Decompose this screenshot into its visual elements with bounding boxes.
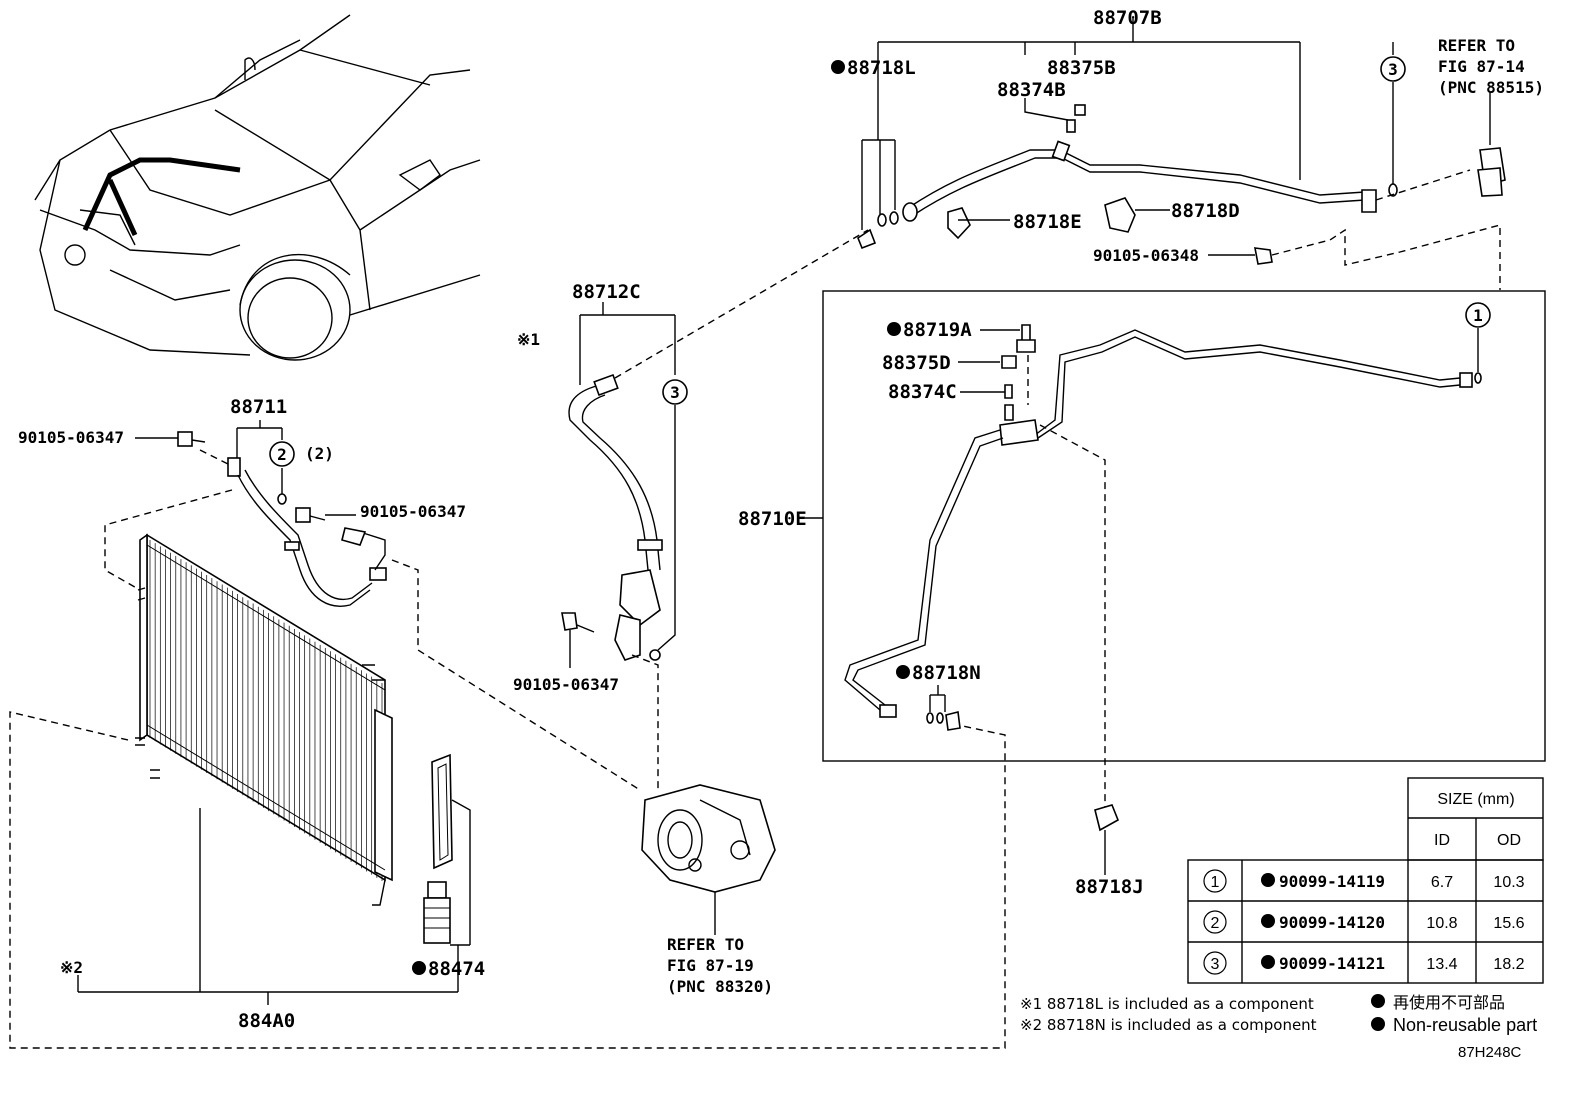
- callout-label: 3: [670, 383, 680, 402]
- non-reusable-dot: [831, 60, 845, 74]
- callout-circle: [1465, 302, 1491, 328]
- note-mark-1: ※1: [517, 330, 540, 349]
- ref-line: REFER TO: [1438, 36, 1515, 55]
- size-table-part-number: 90099-14120: [1279, 913, 1385, 932]
- diagram-code: 87H248C: [1458, 1044, 1522, 1061]
- size-table-od: 15.6: [1493, 915, 1524, 932]
- reference-fig-87-14: REFER TO FIG 87-14 (PNC 88515): [1438, 36, 1544, 97]
- pipe-88710e-frame: [822, 290, 1546, 762]
- part-88474: [423, 753, 471, 992]
- label-88710e: 88710E: [738, 508, 807, 530]
- part-labels: 88707B 88718L 88375B 88374B 88718E 88718…: [18, 7, 1240, 1032]
- label-88718l: 88718L: [847, 57, 916, 79]
- size-table-od: 18.2: [1493, 956, 1524, 973]
- size-table-rows: 1 90099-14119 6.7 10.3 2 90099-14120 10.8 15.6 3…: [1203, 869, 1525, 975]
- size-table-ref: 2: [1211, 915, 1220, 932]
- label-88375b: 88375B: [1047, 57, 1116, 79]
- compressor: [641, 784, 776, 935]
- label-90105-06347-mid: 90105-06347: [360, 502, 466, 521]
- callout-label: 3: [1388, 60, 1398, 79]
- label-qty-2: (2): [305, 444, 334, 463]
- size-table-title: SIZE (mm): [1437, 791, 1514, 808]
- footnote-2: ※2 88718N is included as a component: [1020, 1016, 1317, 1034]
- size-table-ref: 3: [1211, 956, 1220, 973]
- label-88711: 88711: [230, 396, 287, 418]
- label-88718n: 88718N: [912, 662, 981, 684]
- label-88718e: 88718E: [1013, 211, 1082, 233]
- footnote-1: ※1 88718L is included as a component: [1020, 995, 1314, 1013]
- size-table-id: 6.7: [1431, 874, 1453, 891]
- size-table-od: 10.3: [1493, 874, 1524, 891]
- ref-line: FIG 87-19: [667, 956, 754, 975]
- callout-circle: [269, 441, 295, 467]
- size-table-ref-circle: [1203, 951, 1227, 975]
- ref-line: (PNC 88320): [667, 977, 773, 996]
- callout-circle: [662, 379, 688, 405]
- legend: 再使用不可部品 Non-reusable part: [1371, 994, 1537, 1035]
- label-88718j: 88718J: [1075, 876, 1144, 898]
- size-table-od-header: OD: [1497, 832, 1521, 849]
- label-88375d: 88375D: [882, 352, 951, 374]
- size-table-id: 13.4: [1426, 956, 1457, 973]
- size-table: SIZE (mm) ID OD 1 90099-14119 6.7 10.3 2 9009…: [1187, 777, 1544, 984]
- pipe-88707b-assembly: [857, 18, 1506, 290]
- callout-label: 2: [277, 445, 287, 464]
- non-reusable-dot: [1261, 955, 1275, 969]
- callouts: 3 3 2 1: [269, 56, 1491, 467]
- non-reusable-dot: [887, 322, 901, 336]
- label-884a0: 884A0: [238, 1010, 295, 1032]
- size-table-part-number: 90099-14119: [1279, 872, 1385, 891]
- callout-label: 1: [1473, 306, 1483, 325]
- hose-88712c-assembly: [561, 229, 869, 790]
- condenser-fins: [149, 540, 383, 881]
- label-88707b: 88707B: [1093, 7, 1162, 29]
- non-reusable-dot: [1261, 914, 1275, 928]
- non-reusable-dot: [896, 665, 910, 679]
- label-88474: 88474: [428, 958, 485, 980]
- size-table-part-number: 90099-14121: [1279, 954, 1385, 973]
- ref-line: (PNC 88515): [1438, 78, 1544, 97]
- size-table-ref-circle: [1203, 869, 1227, 893]
- label-90105-06348: 90105-06348: [1093, 246, 1199, 265]
- label-88718d: 88718D: [1171, 200, 1240, 222]
- note-mark-2: ※2: [60, 958, 83, 977]
- legend-dot-jp: [1371, 994, 1385, 1008]
- reference-fig-87-19: REFER TO FIG 87-19 (PNC 88320): [667, 935, 773, 996]
- legend-dot-en: [1371, 1017, 1385, 1031]
- label-88719a: 88719A: [903, 319, 972, 341]
- condenser-884a0: [9, 533, 1006, 1049]
- size-table-id: 10.8: [1426, 915, 1457, 932]
- car-illustration: [34, 14, 481, 361]
- size-table-id-header: ID: [1434, 832, 1450, 849]
- footnotes: ※1 88718L is included as a component ※2 …: [1020, 995, 1317, 1034]
- ref-line: REFER TO: [667, 935, 744, 954]
- callout-circle: [1380, 56, 1406, 82]
- label-90105-06347-bottom: 90105-06347: [513, 675, 619, 694]
- size-table-ref-circle: [1203, 910, 1227, 934]
- ref-line: FIG 87-14: [1438, 57, 1525, 76]
- pipe-88710e-assembly: [805, 290, 1546, 875]
- size-table-ref: 1: [1211, 874, 1220, 891]
- non-reusable-dot: [412, 961, 426, 975]
- label-88374b: 88374B: [997, 79, 1066, 101]
- legend-label-jp: 再使用不可部品: [1393, 994, 1505, 1012]
- label-88712c: 88712C: [572, 281, 641, 303]
- hose-88711-assembly: [104, 420, 641, 791]
- label-90105-06347-left: 90105-06347: [18, 428, 124, 447]
- non-reusable-dot: [1261, 873, 1275, 887]
- label-88374c: 88374C: [888, 381, 957, 403]
- legend-label-en: Non-reusable part: [1393, 1015, 1537, 1035]
